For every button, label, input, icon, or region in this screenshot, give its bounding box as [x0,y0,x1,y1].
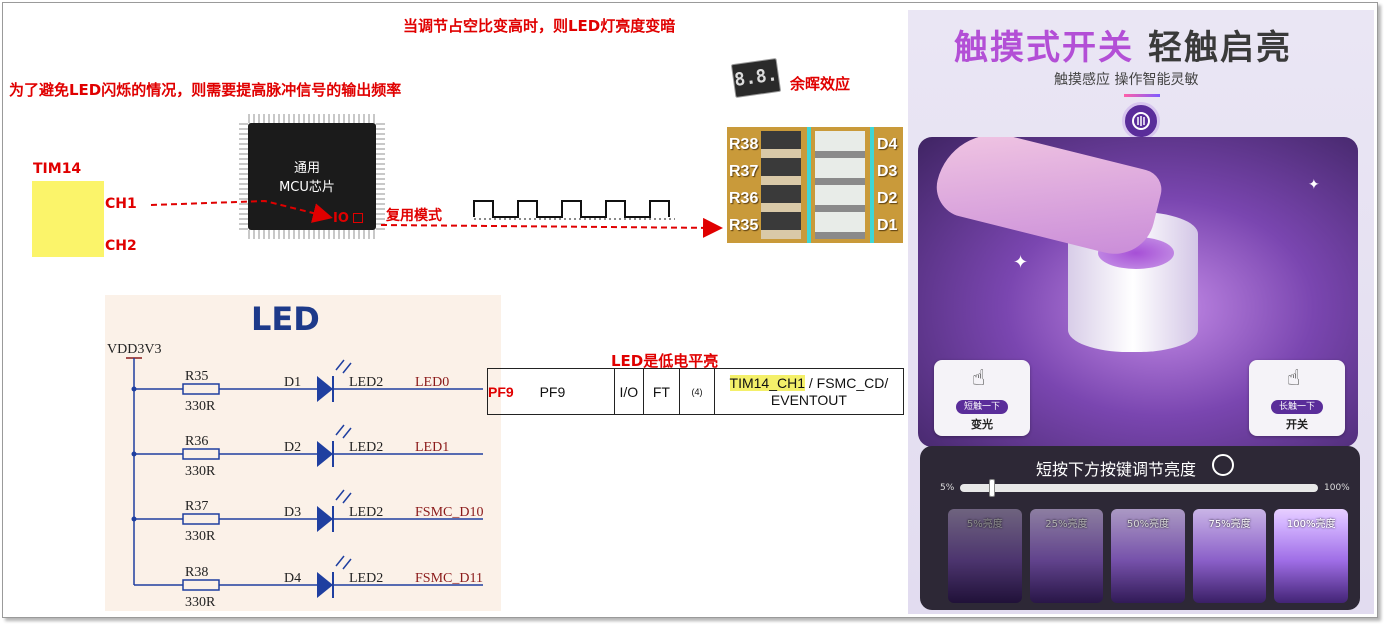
resistor-r35-label: R35 [185,369,208,385]
seven-segment-display: 8.8. [731,58,781,98]
slider-min-label: 5% [940,483,954,493]
promo-subtitle: 触摸感应 操作智能灵敏 [1054,69,1198,89]
brightness-thumb-25: 25%亮度 [1030,509,1104,603]
resistor-r38-value: 330R [185,595,215,611]
net-led0: LED0 [415,375,449,391]
brightness-thumb-100-label: 100%亮度 [1274,509,1348,530]
pcb-label-d4: D4 [877,131,897,158]
long-touch-pill: 长触一下 [1271,400,1323,414]
net-fsmc-d11: FSMC_D11 [415,571,483,587]
diode-d2-label: D2 [284,440,301,456]
diode-d3-part: LED2 [349,505,383,521]
long-touch-label: 开关 [1249,416,1345,432]
resistor-r36-value: 330R [185,464,215,480]
pcb-divider-left [807,127,811,243]
pcb-label-d3: D3 [877,158,897,185]
promo-title-part2: 轻触启亮 [1148,28,1292,68]
led-array [815,131,865,239]
brightness-slider[interactable] [960,484,1318,492]
long-touch-card: ☝ 长触一下 开关 [1249,360,1345,436]
hand-touch-icon-2: ☝ [1287,366,1300,391]
pin-table: PF9 PF9 I/O FT (4) TIM14_CH1 / FSMC_CD/ … [487,368,904,415]
schematic-wiring [3,3,503,618]
diode-d1-part: LED2 [349,375,383,391]
slider-max-label: 100% [1324,483,1350,493]
pin-functions: TIM14_CH1 / FSMC_CD/ EVENTOUT [714,369,903,415]
promo-accent-bar [1124,94,1160,97]
pin-tag: PF9 [488,384,514,400]
pin-function-rest: / FSMC_CD/ [805,375,888,391]
net-led1: LED1 [415,440,449,456]
pin-level: FT [643,369,680,415]
pwm-waveform [474,201,669,217]
diode-d2-part: LED2 [349,440,383,456]
pcb-led-labels: D4 D3 D2 D1 [877,131,897,239]
brightness-thumbs: 5%亮度 25%亮度 50%亮度 75%亮度 100%亮度 [948,509,1348,603]
promo-title-part1: 触摸式开关 [954,28,1134,68]
resistor-r38-label: R38 [185,565,208,581]
pin-function-highlight: TIM14_CH1 [730,375,805,391]
brightness-slider-thumb[interactable] [989,479,995,497]
brightness-thumb-75-label: 75%亮度 [1193,509,1267,530]
lamp-badge-icon [1122,102,1160,140]
brightness-thumb-50: 50%亮度 [1111,509,1185,603]
product-promo: 触摸式开关轻触启亮 触摸感应 操作智能灵敏 ✦ ✦ ☝ 短触一下 变光 ☝ 长触… [908,10,1374,614]
pcb-label-r37: R37 [729,158,758,185]
short-touch-card: ☝ 短触一下 变光 [934,360,1030,436]
net-fsmc-d10: FSMC_D10 [415,505,483,521]
brightness-thumb-5-label: 5%亮度 [948,509,1022,530]
pin-note: (4) [680,369,715,415]
short-touch-label: 变光 [934,416,1030,432]
short-touch-pill: 短触一下 [956,400,1008,414]
resistor-r37-label: R37 [185,499,208,515]
sparkle-icon: ✦ [1013,252,1028,273]
pin-name: PF9 [540,384,566,400]
pcb-label-d1: D1 [877,212,897,239]
brightness-thumb-25-label: 25%亮度 [1030,509,1104,530]
pin-function-line2: EVENTOUT [715,392,903,409]
pin-table-row: PF9 PF9 I/O FT (4) TIM14_CH1 / FSMC_CD/ … [488,369,904,415]
hand-touch-icon: ☝ [972,366,985,391]
pin-cell: PF9 PF9 [488,369,615,415]
afterglow-label: 余晖效应 [790,73,850,94]
brightness-thumb-100: 100%亮度 [1274,509,1348,603]
finger-image [930,137,1165,262]
sparkle-icon-2: ✦ [1308,177,1320,193]
diode-d1-label: D1 [284,375,301,391]
pcb-photo: R38 R37 R36 R35 D4 D3 D2 D1 [727,127,903,243]
pcb-label-r38: R38 [729,131,758,158]
resistor-r35-value: 330R [185,399,215,415]
pcb-divider-right [870,127,874,243]
brightness-panel: 短按下方按键调节亮度 5% 100% 5%亮度 25%亮度 50%亮度 75%亮… [920,446,1360,610]
pcb-resistor-labels: R38 R37 R36 R35 [729,131,758,239]
resistor-r37-value: 330R [185,529,215,545]
resistor-r36-label: R36 [185,434,208,450]
pcb-label-r36: R36 [729,185,758,212]
brightness-thumb-5: 5%亮度 [948,509,1022,603]
brightness-panel-title: 短按下方按键调节亮度 [1036,456,1196,480]
brightness-sun-icon [1212,454,1234,476]
diode-d3-label: D3 [284,505,301,521]
pcb-label-r35: R35 [729,212,758,239]
diode-d4-part: LED2 [349,571,383,587]
resistor-array [761,131,801,239]
brightness-thumb-50-label: 50%亮度 [1111,509,1185,530]
promo-title: 触摸式开关轻触启亮 [954,20,1292,69]
seven-segment-digits: 8.8. [732,59,780,97]
brightness-thumb-75: 75%亮度 [1193,509,1267,603]
diode-d4-label: D4 [284,571,301,587]
pcb-label-d2: D2 [877,185,897,212]
pin-type: I/O [615,369,643,415]
